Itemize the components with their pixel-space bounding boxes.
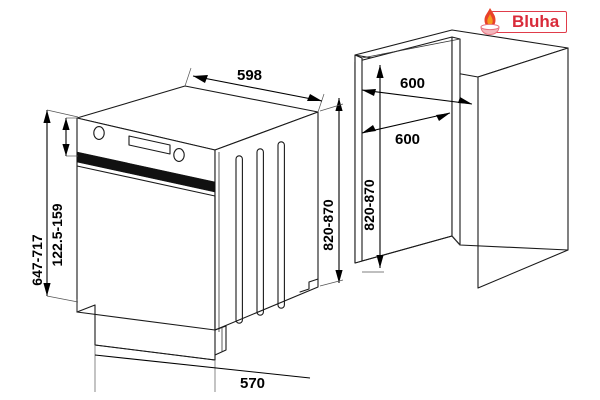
brand-logo-box: Bluha (491, 11, 568, 33)
flame-icon (480, 8, 500, 36)
dimension-depth-570: 570 (94, 345, 311, 392)
dim-line (361, 112, 451, 134)
ext-line (317, 93, 325, 113)
dimension-label-820-870-niche: 820-870 (361, 179, 377, 231)
brand-logo: Bluha (476, 6, 568, 38)
arrow-head (376, 255, 384, 268)
appliance-side-face (214, 111, 319, 331)
control-display-icon (128, 135, 171, 155)
toe-kick-lower-edge (94, 344, 216, 361)
arrow-head (43, 283, 51, 296)
arrow-head (458, 97, 472, 104)
dim-line (192, 75, 323, 102)
ext-line (319, 103, 344, 112)
cabinet-niche-view: 600 600 820-870 (354, 29, 569, 289)
dim-line (94, 354, 311, 379)
appliance-front-face (76, 117, 216, 331)
dimension-label-600-depth: 600 (395, 131, 420, 148)
niche-left-side-panel (354, 54, 363, 264)
dimension-control-panel-122: 122.5-159 (49, 117, 78, 267)
side-vent-slot (256, 148, 264, 316)
side-vent-slot (277, 141, 285, 309)
arrow-head (335, 98, 343, 111)
door-handle-strip (76, 151, 216, 193)
niche-inner-divider-panel (451, 36, 461, 246)
arrow-head (436, 113, 450, 121)
control-knob-right-icon (173, 148, 185, 162)
side-bottom-notch (299, 278, 319, 293)
control-knob-left-icon (93, 126, 105, 140)
arrow-head (193, 75, 208, 83)
dishwasher-appliance-view: 598 570 122.5-159 (29, 67, 344, 392)
ext-line (46, 109, 79, 118)
dimension-niche-height-820: 820-870 (361, 65, 384, 273)
arrow-head (376, 65, 384, 78)
dimension-door-647: 647-717 (29, 109, 79, 303)
arrow-head (43, 110, 51, 123)
ext-line (46, 295, 79, 303)
dimension-label-820-870-appliance: 820-870 (320, 199, 336, 251)
niche-top-inner-edge (361, 38, 461, 59)
door-front-panel (76, 165, 216, 331)
ext-line (184, 67, 192, 87)
arrow-head (335, 270, 343, 283)
dimension-width-598: 598 (184, 67, 325, 113)
arrow-head (307, 94, 322, 101)
base-bracket (214, 325, 227, 356)
arrow-head (62, 118, 70, 130)
side-vent-slot (235, 155, 243, 324)
brand-name: Bluha (512, 12, 560, 31)
niche-right-outer-panel (477, 47, 569, 289)
dimension-label-122-5-159: 122.5-159 (49, 203, 65, 266)
dimension-niche-depth-600: 600 (361, 112, 451, 148)
dimension-label-600-width: 600 (400, 75, 425, 92)
niche-floor-back-line (451, 235, 461, 246)
dimension-label-647-717: 647-717 (29, 234, 45, 286)
arrow-head (362, 125, 376, 133)
ext-line (319, 279, 344, 287)
dimension-label-598: 598 (237, 67, 262, 84)
arrow-head (362, 89, 376, 96)
dimension-label-570: 570 (240, 375, 265, 392)
dimension-total-height-820: 820-870 (319, 98, 344, 287)
dimension-niche-width-600: 600 (361, 75, 473, 105)
arrow-head (62, 144, 70, 156)
